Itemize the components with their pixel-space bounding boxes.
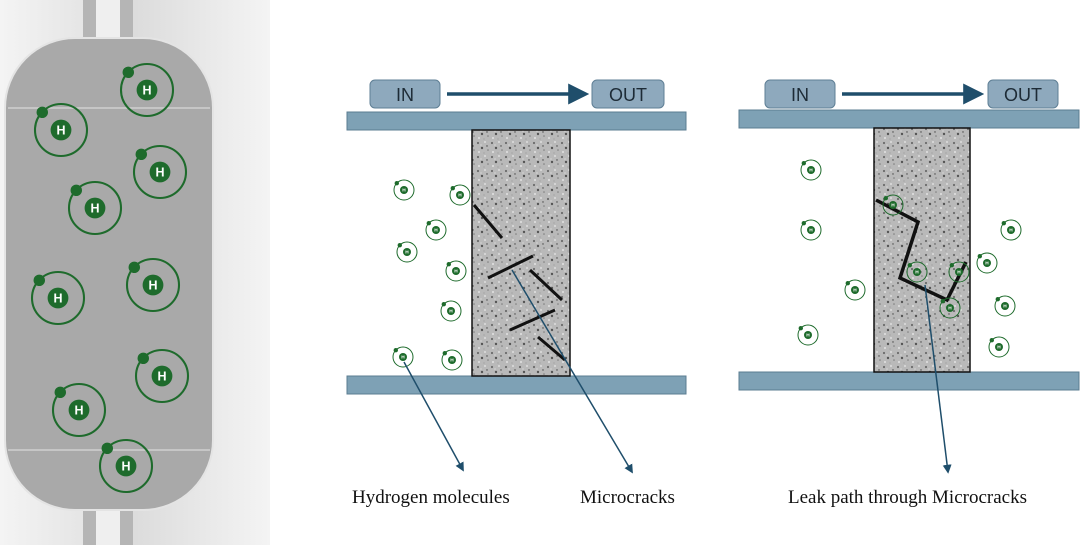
atom-symbol: H — [809, 168, 813, 174]
atom-symbol: H — [148, 278, 157, 292]
hydrogen-molecules-middle: H H H H H H H H — [392, 179, 471, 371]
atom-symbol: H — [915, 270, 919, 276]
hydrogen-atom: H — [30, 270, 86, 326]
atom-symbol: H — [402, 188, 406, 194]
atom-symbol: H — [985, 261, 989, 267]
atom-symbol: H — [957, 270, 961, 276]
hydrogen-atom: H — [119, 62, 175, 118]
hydrogen-molecule: H — [797, 324, 819, 346]
microcracks — [472, 204, 566, 362]
hydrogen-molecule: H — [976, 252, 998, 274]
atom-symbol: H — [56, 123, 65, 137]
concrete-block — [873, 127, 971, 373]
top-plate — [738, 109, 1080, 129]
atom-symbol: H — [157, 369, 166, 383]
atom-symbol: H — [997, 345, 1001, 351]
caption-hydrogen-molecules: Hydrogen molecules — [352, 487, 510, 508]
atom-symbol: H — [53, 291, 62, 305]
atom-symbol: H — [809, 228, 813, 234]
atom-symbol: H — [434, 228, 438, 234]
atom-symbol: H — [121, 459, 130, 473]
hydrogen-molecule: H — [906, 261, 928, 283]
out-box — [987, 79, 1059, 109]
hydrogen-molecule: H — [425, 219, 447, 241]
atom-symbol: H — [74, 403, 83, 417]
out-label: OUT — [1004, 85, 1042, 105]
hydrogen-atom: H — [134, 348, 190, 404]
microcrack — [509, 308, 556, 332]
microcrack — [537, 335, 566, 362]
in-box — [369, 79, 441, 109]
bottom-plate — [738, 371, 1080, 391]
hydrogen-molecule: H — [882, 194, 904, 216]
bottom-plate — [346, 375, 687, 395]
hydrogen-molecule: H — [1000, 219, 1022, 241]
hydrogen-molecule: H — [800, 159, 822, 181]
hydrogen-atom: H — [67, 180, 123, 236]
hydrogen-molecule: H — [988, 336, 1010, 358]
concrete-block — [471, 129, 571, 377]
hydrogen-atom: H — [98, 438, 154, 494]
in-label: IN — [791, 85, 809, 105]
atom-symbol: H — [454, 269, 458, 275]
caption-leak-path: Leak path through Microcracks — [788, 487, 1027, 508]
hydrogen-molecule: H — [948, 261, 970, 283]
hydrogen-atom: H — [125, 257, 181, 313]
atom-symbol: H — [401, 355, 405, 361]
hydrogen-molecule: H — [994, 295, 1016, 317]
hydrogen-molecule: H — [445, 260, 467, 282]
leak-path-crack — [875, 198, 968, 303]
microcrack — [487, 254, 534, 280]
hydrogen-molecule: H — [939, 297, 961, 319]
tank-body — [4, 37, 214, 511]
leak-path-panel: IN OUT H H H H H H H H H H H H Leak path through Mi… — [738, 79, 1080, 508]
hydrogen-molecule: H — [392, 346, 414, 368]
hydrogen-molecule: H — [449, 184, 471, 206]
out-label: OUT — [609, 85, 647, 105]
tank-hydrogen-atoms: H H H H H H H H H — [30, 62, 190, 494]
pointer-microcracks — [511, 269, 633, 474]
hydrogen-molecule: H — [440, 300, 462, 322]
atom-symbol: H — [449, 309, 453, 315]
pointer-hydrogen — [403, 361, 464, 472]
hydrogen-atom: H — [132, 144, 188, 200]
out-box — [591, 79, 665, 109]
atom-symbol: H — [853, 288, 857, 294]
atom-symbol: H — [405, 250, 409, 256]
hydrogen-molecules-right: H H H H H H H H H H H H — [797, 159, 1022, 358]
atom-symbol: H — [155, 165, 164, 179]
top-plate — [346, 111, 687, 131]
atom-symbol: H — [806, 333, 810, 339]
caption-microcracks: Microcracks — [580, 487, 675, 508]
microcrack — [472, 204, 504, 239]
hydrogen-molecule: H — [441, 349, 463, 371]
atom-symbol: H — [891, 203, 895, 209]
atom-symbol: H — [1003, 304, 1007, 310]
atom-symbol: H — [1009, 228, 1013, 234]
pointer-leak-path — [924, 284, 952, 474]
in-box — [764, 79, 836, 109]
atom-symbol: H — [90, 201, 99, 215]
atom-symbol: H — [142, 83, 151, 97]
hydrogen-tank-panel: H H H H H H H H H — [0, 0, 270, 545]
hydrogen-atom: H — [33, 102, 89, 158]
microcracks-panel: IN OUT H H H H H H H H Hydrogen molecules Micro… — [346, 79, 687, 508]
in-label: IN — [396, 85, 414, 105]
atom-symbol: H — [458, 193, 462, 199]
hydrogen-molecule: H — [800, 219, 822, 241]
hydrogen-molecule: H — [393, 179, 415, 201]
hydrogen-molecule: H — [396, 241, 418, 263]
hydrogen-atom: H — [51, 382, 107, 438]
microcrack — [528, 268, 564, 302]
atom-symbol: H — [450, 358, 454, 364]
hydrogen-molecule: H — [844, 279, 866, 301]
atom-symbol: H — [948, 306, 952, 312]
